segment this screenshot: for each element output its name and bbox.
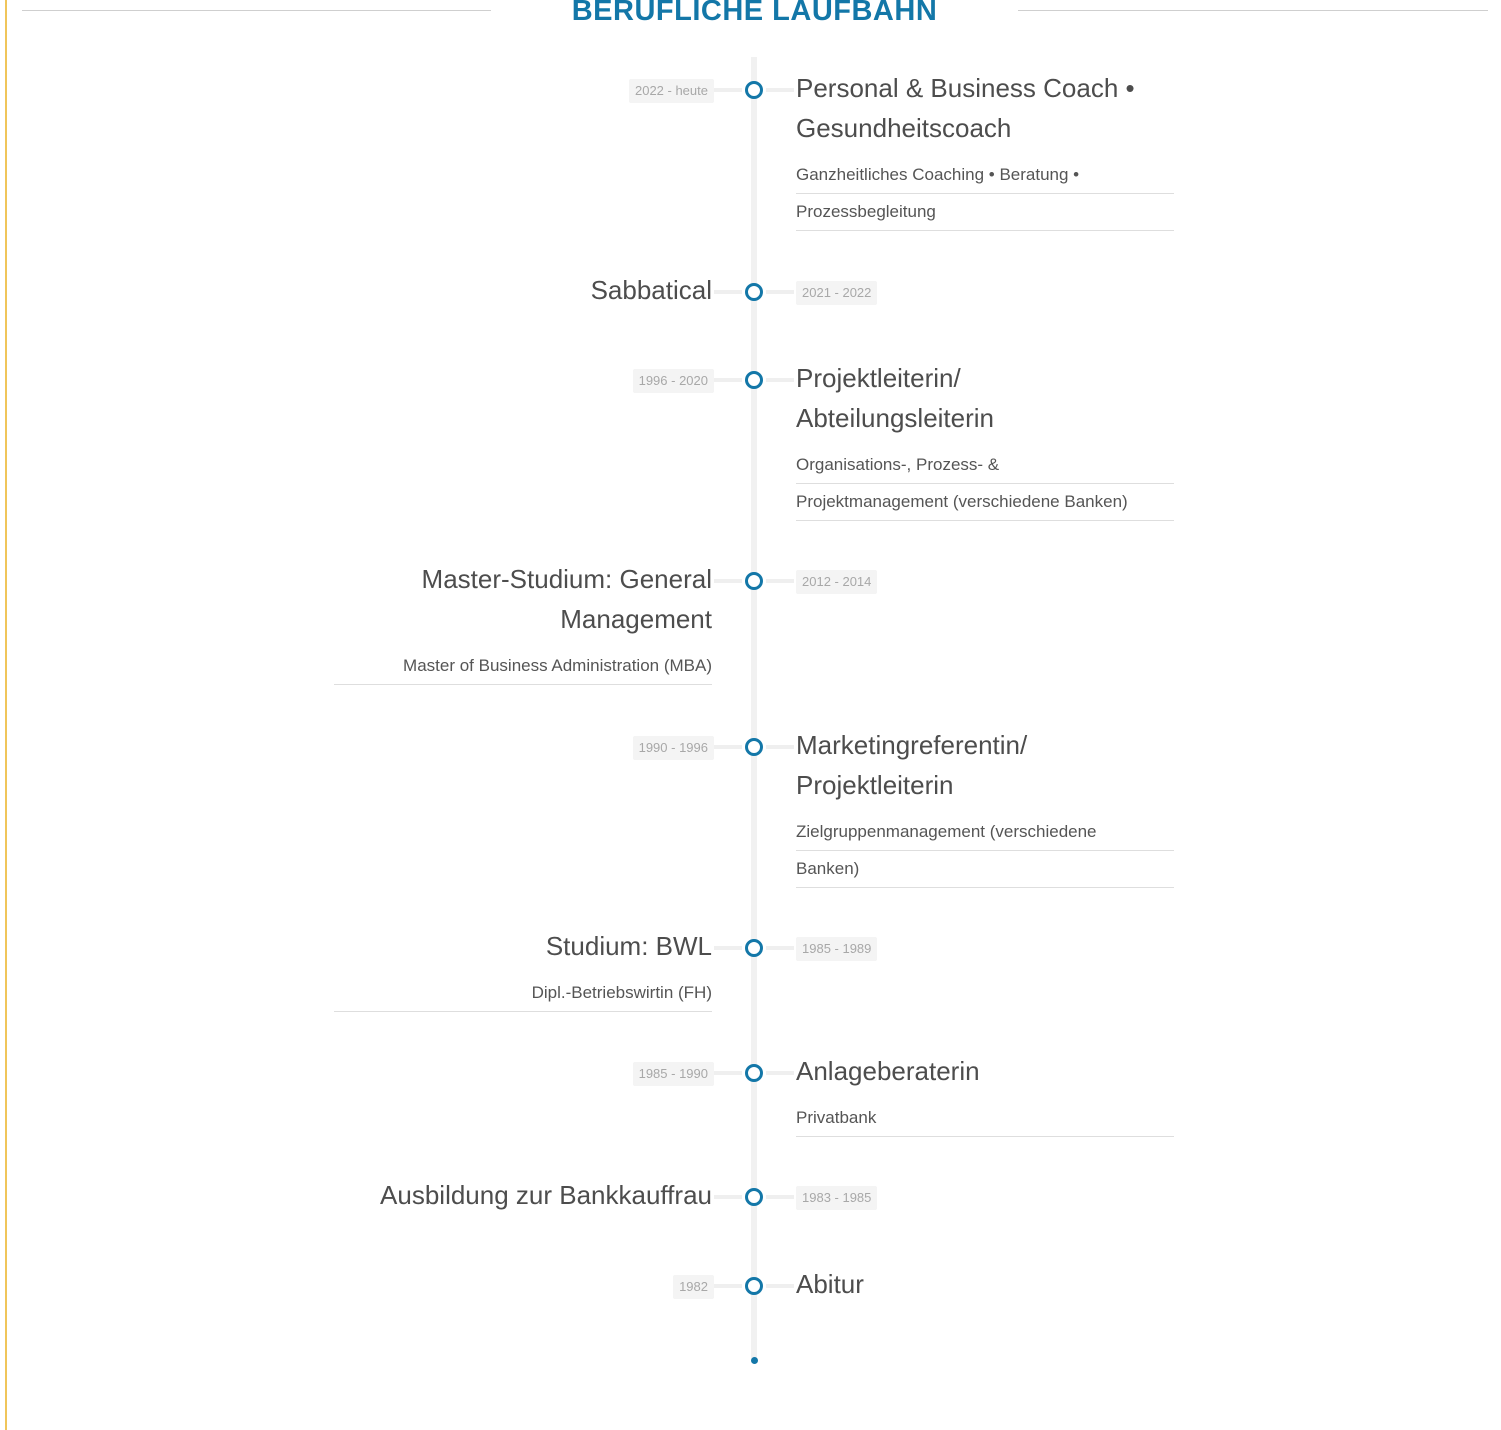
entry-description: Organisations-, Prozess- &Projektmanagem… bbox=[796, 447, 1174, 521]
timeline-node bbox=[745, 939, 763, 957]
timeline-connector bbox=[714, 1284, 742, 1288]
timeline-axis bbox=[751, 57, 757, 1360]
timeline-connector bbox=[714, 1071, 742, 1075]
entry-description-line: Organisations-, Prozess- & bbox=[796, 447, 1174, 484]
date-badge: 1990 - 1996 bbox=[632, 736, 714, 760]
timeline-node bbox=[745, 283, 763, 301]
title-divider-left bbox=[22, 10, 491, 11]
timeline-connector bbox=[766, 1071, 794, 1075]
timeline-node bbox=[745, 1277, 763, 1295]
entry-description: Ganzheitliches Coaching • Beratung •Proz… bbox=[796, 157, 1174, 231]
timeline-node bbox=[745, 738, 763, 756]
entry-title: Abitur bbox=[796, 1264, 864, 1304]
entry-title-line: Marketingreferentin/ bbox=[796, 730, 1028, 760]
timeline-connector bbox=[714, 378, 742, 382]
entry-title: Marketingreferentin/Projektleiterin bbox=[796, 725, 1027, 805]
entry-description: Master of Business Administration (MBA) bbox=[334, 648, 712, 685]
date-badge: 1996 - 2020 bbox=[632, 369, 714, 393]
entry-description-line: Ganzheitliches Coaching • Beratung • bbox=[796, 157, 1174, 194]
entry-title-line: Personal & Business Coach • bbox=[796, 73, 1135, 103]
entry-title-line: Sabbatical bbox=[590, 275, 712, 305]
timeline-connector bbox=[766, 378, 794, 382]
timeline-connector bbox=[766, 88, 794, 92]
timeline-connector bbox=[714, 946, 742, 950]
entry-description-line: Dipl.-Betriebswirtin (FH) bbox=[334, 975, 712, 1012]
timeline-connector bbox=[766, 579, 794, 583]
date-badge: 1985 - 1989 bbox=[796, 937, 878, 961]
entry-title-line: Projektleiterin/ bbox=[796, 363, 961, 393]
timeline-end-dot bbox=[751, 1357, 758, 1364]
timeline-node bbox=[745, 371, 763, 389]
title-divider-right bbox=[1018, 10, 1488, 11]
timeline-node bbox=[745, 81, 763, 99]
entry-title-line: Projektleiterin bbox=[796, 770, 954, 800]
timeline-connector bbox=[714, 745, 742, 749]
entry-title: Ausbildung zur Bankkauffrau bbox=[380, 1175, 712, 1215]
entry-description-line: Prozessbegleitung bbox=[796, 194, 1174, 231]
entry-description: Privatbank bbox=[796, 1100, 1174, 1137]
timeline-connector bbox=[766, 946, 794, 950]
left-accent-border bbox=[5, 0, 7, 1430]
entry-title-line: Abitur bbox=[796, 1269, 864, 1299]
entry-title-line: Ausbildung zur Bankkauffrau bbox=[380, 1180, 712, 1210]
timeline-connector bbox=[766, 1195, 794, 1199]
date-badge: 1983 - 1985 bbox=[796, 1186, 878, 1210]
entry-description-line: Zielgruppenmanagement (verschiedene bbox=[796, 814, 1174, 851]
entry-title: Sabbatical bbox=[591, 270, 712, 310]
date-badge: 2022 - heute bbox=[628, 79, 714, 103]
timeline-connector bbox=[766, 1284, 794, 1288]
entry-title: Studium: BWL bbox=[546, 926, 712, 966]
entry-title-line: Master-Studium: General bbox=[421, 564, 712, 594]
date-badge: 1982 bbox=[673, 1275, 714, 1299]
entry-description-line: Master of Business Administration (MBA) bbox=[334, 648, 712, 685]
entry-description-line: Projektmanagement (verschiedene Banken) bbox=[796, 484, 1174, 521]
timeline-connector bbox=[714, 88, 742, 92]
timeline-connector bbox=[714, 290, 742, 294]
entry-title-line: Anlageberaterin bbox=[796, 1056, 980, 1086]
entry-title: Anlageberaterin bbox=[796, 1051, 980, 1091]
date-badge: 2021 - 2022 bbox=[796, 281, 878, 305]
entry-title: Projektleiterin/Abteilungsleiterin bbox=[796, 358, 994, 438]
timeline-connector bbox=[714, 579, 742, 583]
timeline-connector bbox=[766, 290, 794, 294]
entry-title: Personal & Business Coach • Gesundheitsco… bbox=[796, 68, 1135, 148]
date-badge: 2012 - 2014 bbox=[796, 570, 878, 594]
entry-description: Dipl.-Betriebswirtin (FH) bbox=[334, 975, 712, 1012]
timeline-connector bbox=[714, 1195, 742, 1199]
entry-description-line: Banken) bbox=[796, 851, 1174, 888]
timeline-connector bbox=[766, 745, 794, 749]
entry-description-line: Privatbank bbox=[796, 1100, 1174, 1137]
entry-title-line: Studium: BWL bbox=[545, 931, 712, 961]
date-badge: 1985 - 1990 bbox=[632, 1062, 714, 1086]
entry-title-line: Abteilungsleiterin bbox=[796, 403, 995, 433]
timeline-node bbox=[745, 1188, 763, 1206]
entry-title-line: Gesundheitscoach bbox=[796, 113, 1012, 143]
timeline-node bbox=[745, 1064, 763, 1082]
timeline-node bbox=[745, 572, 763, 590]
entry-title-line: Management bbox=[560, 604, 712, 634]
section-title: BERUFLICHE LAUFBAHN bbox=[571, 0, 938, 27]
